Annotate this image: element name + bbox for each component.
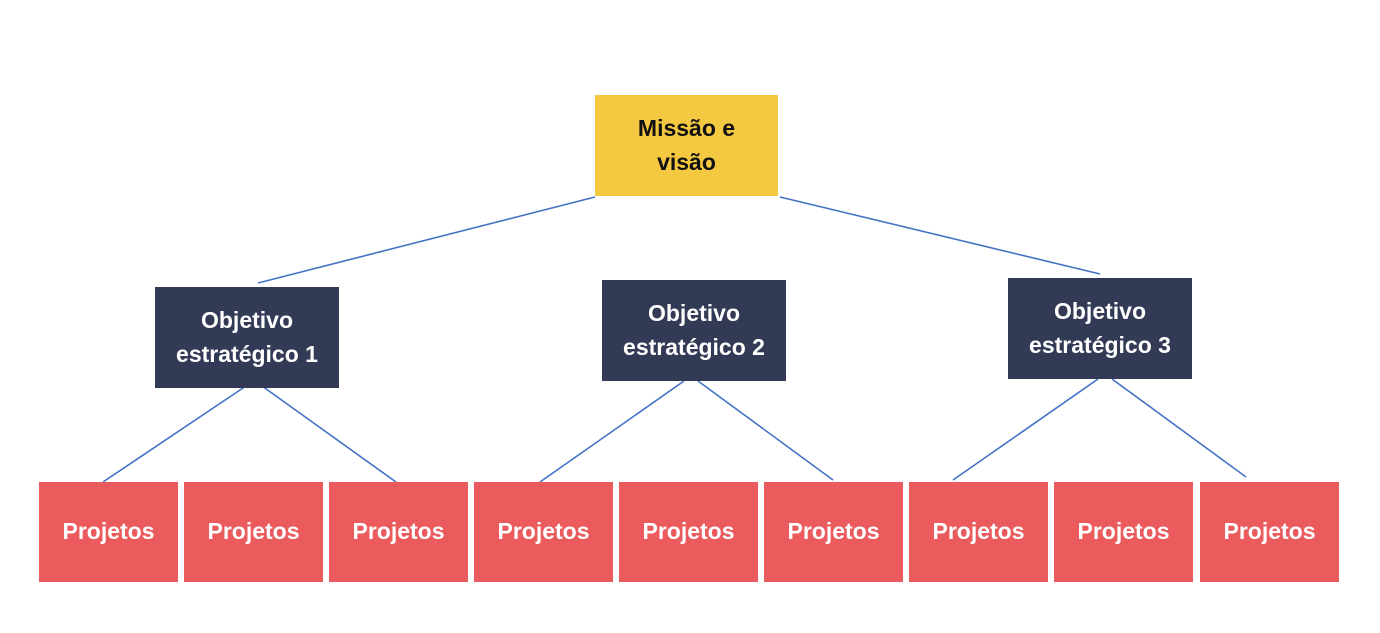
- project-node-3: Projetos: [329, 482, 468, 582]
- connector-line-6: [697, 380, 834, 481]
- project-node-4: Projetos: [474, 482, 613, 582]
- connector-line-3: [102, 385, 247, 483]
- root-node-missao-visao: Missão e visão: [595, 95, 778, 196]
- objective-3-label-line2: estratégico 3: [1029, 331, 1171, 358]
- objective-3-label-line1: Objetivo: [1053, 298, 1146, 325]
- project-node-7: Projetos: [909, 482, 1048, 582]
- project-node-6: Projetos: [764, 482, 903, 582]
- connector-line-1: [257, 196, 596, 284]
- objective-1-label-line1: Objetivo: [200, 307, 293, 334]
- connector-line-7: [952, 378, 1099, 481]
- root-label-line2: visão: [657, 148, 716, 175]
- project-8-label: Projetos: [1077, 518, 1170, 545]
- root-label-line1: Missão e: [637, 115, 736, 142]
- project-6-label: Projetos: [787, 518, 880, 545]
- connector-line-4: [261, 385, 397, 483]
- connector-line-8: [1111, 378, 1247, 478]
- project-4-label: Projetos: [497, 518, 590, 545]
- project-node-8: Projetos: [1054, 482, 1193, 582]
- project-7-label: Projetos: [932, 518, 1025, 545]
- project-node-2: Projetos: [184, 482, 323, 582]
- objective-2-label-line2: estratégico 2: [623, 333, 765, 360]
- project-node-1: Projetos: [39, 482, 178, 582]
- objective-node-2: Objetivo estratégico 2: [602, 280, 786, 381]
- project-1-label: Projetos: [62, 518, 155, 545]
- project-node-9: Projetos: [1200, 482, 1339, 582]
- project-5-label: Projetos: [642, 518, 735, 545]
- project-2-label: Projetos: [207, 518, 300, 545]
- connector-line-5: [539, 380, 685, 483]
- objective-node-3: Objetivo estratégico 3: [1008, 278, 1192, 379]
- objective-1-label-line2: estratégico 1: [176, 340, 318, 367]
- objective-2-label-line1: Objetivo: [647, 300, 740, 327]
- project-3-label: Projetos: [352, 518, 445, 545]
- project-9-label: Projetos: [1223, 518, 1316, 545]
- project-node-5: Projetos: [619, 482, 758, 582]
- objective-node-1: Objetivo estratégico 1: [155, 287, 339, 388]
- connector-line-2: [779, 196, 1101, 275]
